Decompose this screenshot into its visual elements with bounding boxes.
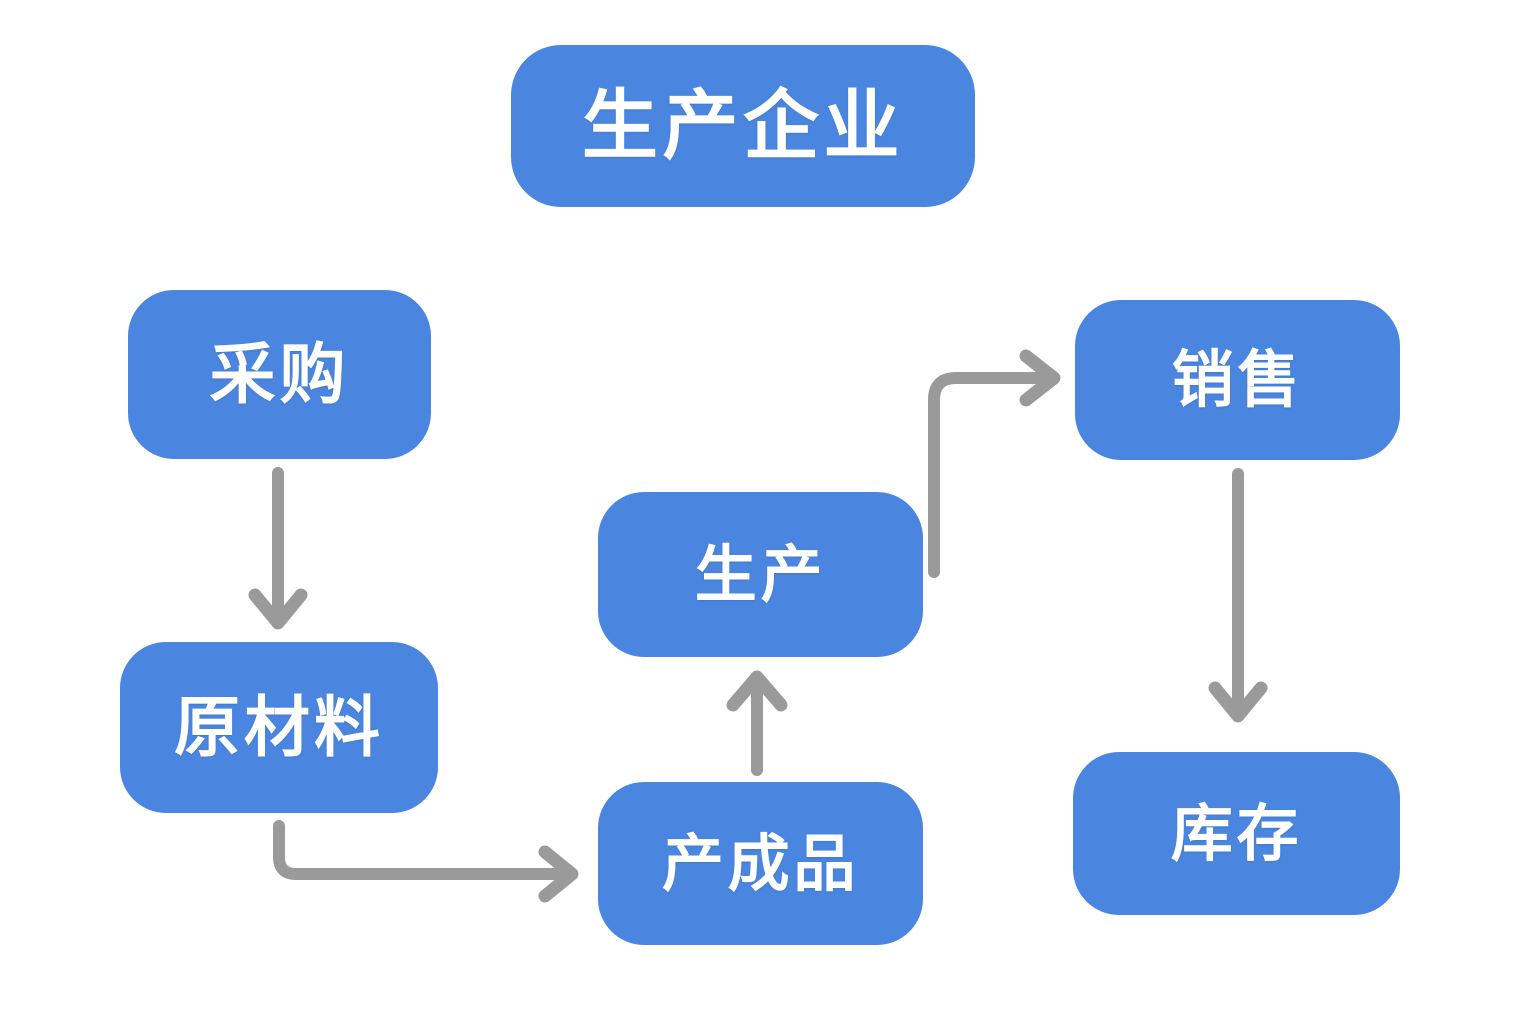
node-label: 产成品 xyxy=(661,826,860,900)
connector-finished-to-production xyxy=(726,670,788,776)
connector-production-to-sales xyxy=(928,349,1061,578)
node-label: 生产企业 xyxy=(581,81,905,170)
connector-sales-to-inventory xyxy=(1208,468,1268,723)
node-label: 销售 xyxy=(1171,343,1304,416)
node-label: 库存 xyxy=(1170,796,1303,870)
node-purchase[interactable]: 采购 xyxy=(128,290,431,459)
node-label: 原材料 xyxy=(174,688,384,766)
node-label: 生产 xyxy=(694,537,827,611)
connector-raw-to-finished xyxy=(273,820,579,903)
node-production[interactable]: 生产 xyxy=(598,492,923,657)
node-inventory[interactable]: 库存 xyxy=(1073,752,1400,915)
node-label: 采购 xyxy=(209,335,350,413)
node-header-enterprise[interactable]: 生产企业 xyxy=(511,45,975,207)
node-finished-goods[interactable]: 产成品 xyxy=(598,782,923,945)
node-raw-materials[interactable]: 原材料 xyxy=(120,642,438,813)
node-sales[interactable]: 销售 xyxy=(1075,300,1400,460)
connector-purchase-to-raw xyxy=(248,467,308,630)
